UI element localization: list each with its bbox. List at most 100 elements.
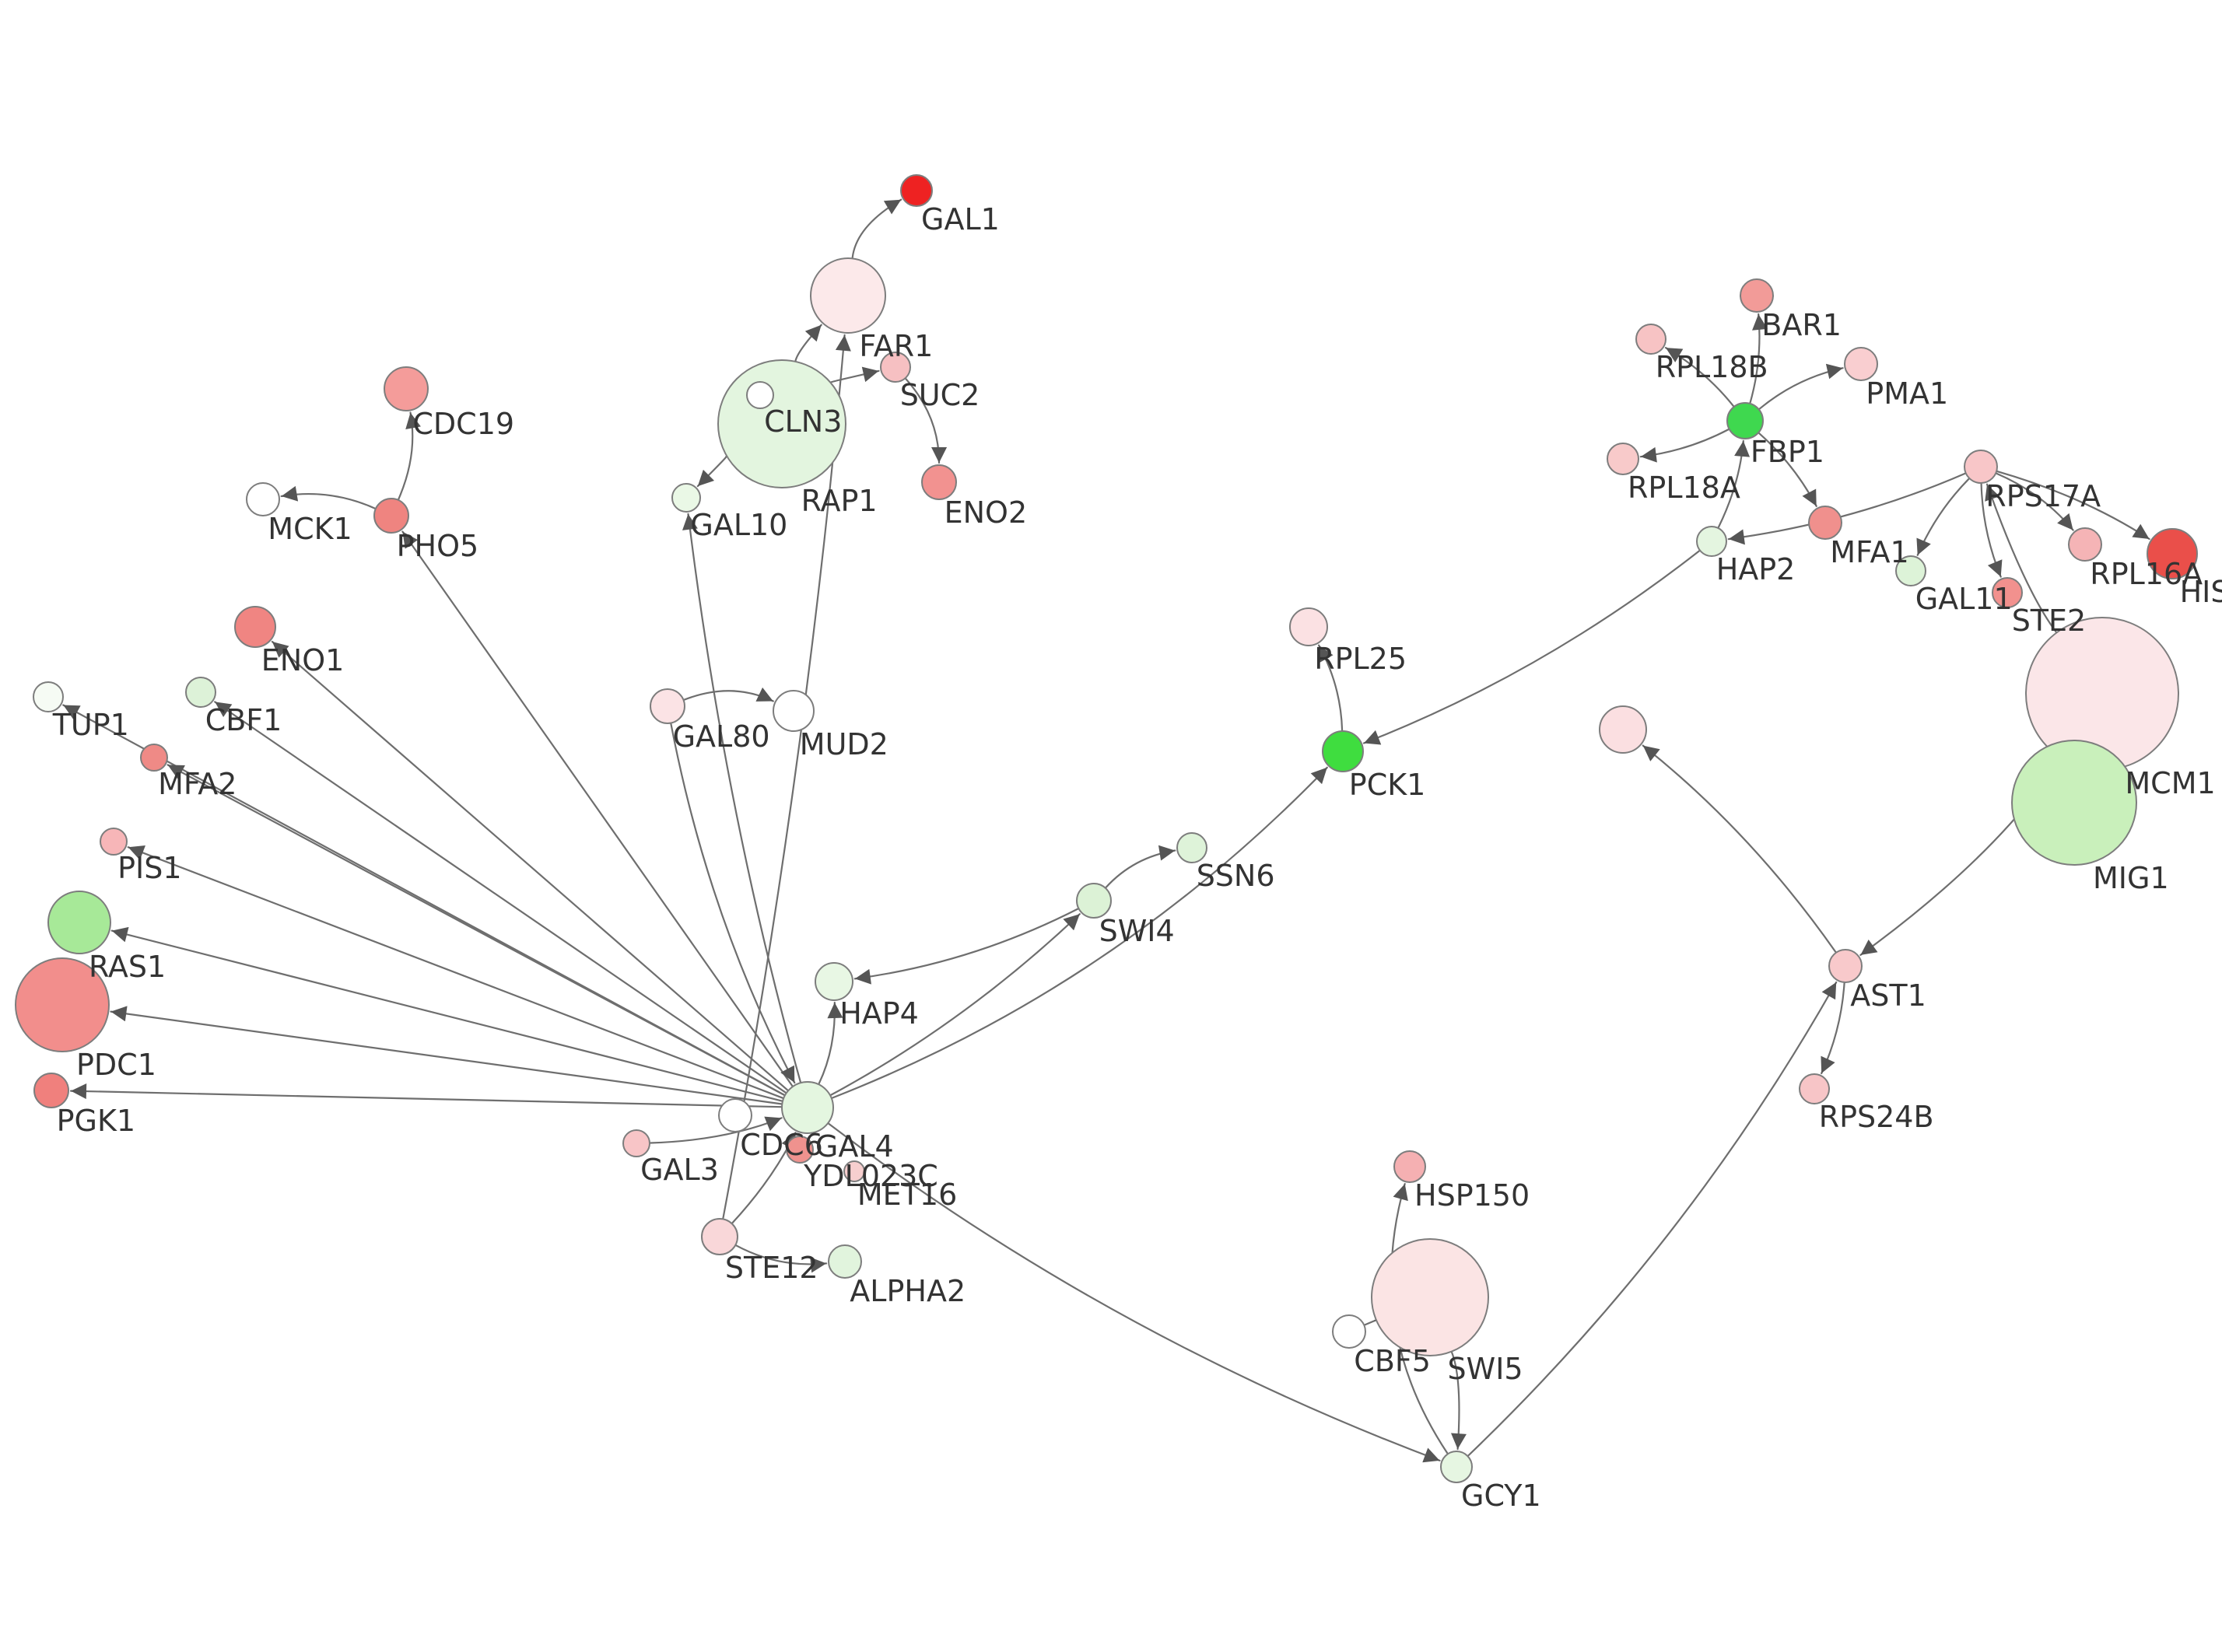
edge-GAL4-CBF1[interactable] — [214, 701, 787, 1094]
node-suc2[interactable] — [880, 352, 911, 383]
edge-HAP2-FBP1[interactable] — [1717, 439, 1751, 529]
node-pdc1[interactable] — [15, 957, 110, 1052]
edge-PHO5-CDC19[interactable] — [398, 411, 421, 500]
edge-GAL4-RAS1[interactable] — [110, 926, 783, 1102]
node-pis1[interactable] — [100, 828, 128, 856]
edge-RAP1-SUC2[interactable] — [830, 366, 880, 383]
edge-GAL4-PDC1[interactable] — [110, 1006, 783, 1105]
label-pho5: PHO5 — [397, 529, 479, 563]
node-pck1[interactable] — [1322, 730, 1364, 772]
label-ste2: STE2 — [2012, 604, 2087, 638]
node-gal1[interactable] — [900, 174, 933, 207]
edge-RPS17A-HIS4[interactable] — [1996, 471, 2150, 541]
node-fbp1[interactable] — [1726, 402, 1764, 439]
edge-RPS17A-RPL16A[interactable] — [1996, 472, 2074, 531]
node-swi5[interactable] — [1371, 1238, 1489, 1356]
node-cln3[interactable] — [746, 381, 774, 409]
node-far1[interactable] — [810, 257, 886, 334]
edge-GAL80-GAL4[interactable] — [670, 723, 796, 1084]
edge-SWI4-SSN6[interactable] — [1105, 845, 1176, 889]
node-hap2[interactable] — [1696, 526, 1727, 557]
edge-PCK1-RPL25[interactable] — [1318, 644, 1344, 732]
node-pho5[interactable] — [373, 498, 409, 534]
edge-FBP1-PMA1[interactable] — [1758, 363, 1844, 410]
edge-GAL4-GAL10[interactable] — [682, 513, 801, 1083]
edge-FBP1-RPL18B[interactable] — [1664, 347, 1735, 408]
node-cbf1[interactable] — [185, 677, 216, 708]
node-ssn6[interactable] — [1176, 832, 1207, 863]
label-his4: HIS4 — [2180, 575, 2222, 609]
node-bar1[interactable] — [1740, 278, 1774, 313]
edge-MCM1-RPS17A[interactable] — [1985, 483, 2057, 633]
node-gal3[interactable] — [622, 1129, 650, 1157]
node-pgk1[interactable] — [33, 1073, 69, 1108]
edge-GAL4-PGK1[interactable] — [69, 1083, 783, 1108]
edge-GAL4-PIS1[interactable] — [127, 845, 784, 1099]
node-unnamed[interactable] — [1599, 705, 1647, 754]
node-hap4[interactable] — [815, 962, 853, 1001]
edge-RAP1-GAL10[interactable] — [696, 455, 727, 488]
node-mig1[interactable] — [2011, 740, 2137, 866]
node-rpl18a[interactable] — [1607, 443, 1639, 475]
edge-RPS17A-GAL11[interactable] — [1916, 478, 1970, 556]
node-mfa1[interactable] — [1808, 506, 1842, 540]
edge-AST1-UNNAMED[interactable] — [1642, 744, 1837, 954]
edge-RPS17A-STE2[interactable] — [1980, 482, 2003, 578]
node-gal80[interactable] — [650, 688, 685, 724]
node-mfa2[interactable] — [140, 744, 168, 772]
node-tup1[interactable] — [33, 681, 64, 712]
node-gal10[interactable] — [671, 483, 701, 513]
edge-FBP1-BAR1[interactable] — [1749, 313, 1768, 404]
node-cdc6[interactable] — [718, 1098, 752, 1132]
edge-SWI4-HAP4[interactable] — [853, 908, 1079, 985]
node-met16[interactable] — [843, 1160, 865, 1182]
node-his4[interactable] — [2147, 528, 2198, 579]
node-rpl16a[interactable] — [2068, 527, 2102, 562]
node-hsp150[interactable] — [1393, 1150, 1426, 1183]
edge-SUC2-ENO2[interactable] — [905, 377, 948, 464]
node-ydl023c[interactable] — [786, 1136, 814, 1164]
edge-PHO5-MCK1[interactable] — [280, 485, 377, 509]
edge-RPS17A-HAP2[interactable] — [1727, 472, 1966, 545]
node-mud2[interactable] — [773, 690, 815, 732]
node-cbf5[interactable] — [1332, 1314, 1366, 1349]
node-gal11[interactable] — [1895, 555, 1926, 586]
node-ras1[interactable] — [47, 891, 111, 954]
edge-GAL80-MUD2[interactable] — [683, 687, 774, 702]
node-ast1[interactable] — [1828, 949, 1863, 983]
edge-FAR1-GAL1[interactable] — [851, 198, 902, 259]
edge-RAP1-FAR1[interactable] — [794, 324, 822, 362]
node-ste12[interactable] — [701, 1218, 738, 1255]
edge-STE12-ALPHA2[interactable] — [735, 1244, 828, 1273]
edge-GAL4-PCK1[interactable] — [831, 766, 1328, 1099]
node-gal4[interactable] — [781, 1081, 834, 1134]
edge-FBP1-MFA1[interactable] — [1758, 432, 1817, 507]
node-pma1[interactable] — [1844, 347, 1878, 381]
node-rps17a[interactable] — [1964, 450, 1998, 484]
node-rpl18b[interactable] — [1635, 324, 1666, 355]
edge-HAP2-PCK1[interactable] — [1362, 550, 1701, 745]
node-mck1[interactable] — [246, 482, 280, 516]
node-rpl25[interactable] — [1289, 607, 1328, 646]
node-eno1[interactable] — [234, 606, 276, 648]
edge-FBP1-RPL18A[interactable] — [1639, 429, 1730, 463]
edge-SWI5-GCY1[interactable] — [1450, 1351, 1467, 1451]
node-gcy1[interactable] — [1440, 1451, 1473, 1483]
edge-GAL4-PHO5[interactable] — [401, 530, 794, 1087]
node-rps24b[interactable] — [1799, 1073, 1830, 1104]
edge-GAL4-SWI4[interactable] — [829, 913, 1081, 1096]
edge-GAL4-HAP4[interactable] — [818, 1001, 843, 1085]
edge-GAL3-GAL4[interactable] — [649, 1116, 783, 1144]
node-cdc19[interactable] — [384, 366, 429, 411]
edge-GAL4-GCY1[interactable] — [827, 1122, 1441, 1463]
node-ste2[interactable] — [1992, 577, 2023, 608]
node-alpha2[interactable] — [828, 1244, 862, 1279]
label-gal80: GAL80 — [673, 719, 770, 754]
edge-GAL4-ENO1[interactable] — [271, 640, 789, 1091]
node-eno2[interactable] — [921, 464, 957, 500]
edge-GAL4-MFA2[interactable] — [166, 764, 786, 1096]
edge-GCY1-AST1[interactable] — [1467, 981, 1838, 1457]
node-swi4[interactable] — [1076, 883, 1112, 919]
edge-AST1-RPS24B[interactable] — [1821, 982, 1845, 1075]
